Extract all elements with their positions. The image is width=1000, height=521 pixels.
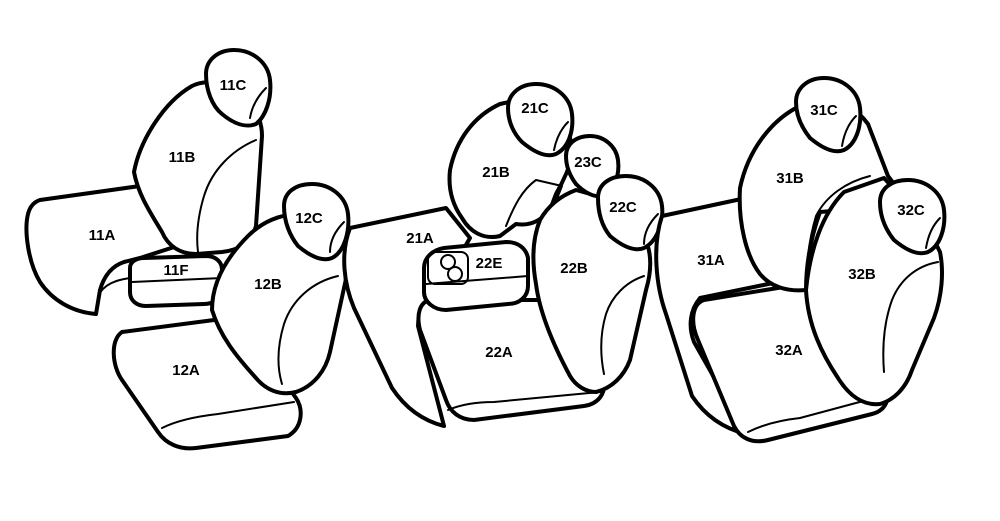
label-11b: 11B (169, 149, 196, 166)
label-22e: 22E (476, 255, 503, 272)
part-32b-side-panel (882, 261, 939, 373)
part-31b-seam (805, 175, 871, 291)
label-21a: 21A (406, 230, 434, 247)
part-21c-side (553, 121, 569, 151)
part-12a-welt (161, 401, 295, 429)
part-22b-side-panel (600, 275, 645, 375)
label-11c: 11C (220, 77, 247, 94)
part-21c-headrest (506, 82, 575, 158)
part-22c-side (643, 213, 659, 245)
label-22a: 22A (485, 344, 513, 361)
label-31b: 31B (776, 170, 804, 187)
label-11a: 11A (89, 227, 116, 244)
part-11f-top (131, 277, 223, 283)
seat-31-32 (654, 76, 947, 444)
label-12c: 12C (295, 210, 323, 227)
label-23c: 23C (574, 154, 602, 171)
part-11c-side (249, 87, 267, 119)
part-11b-backrest (132, 80, 264, 256)
part-12c-side (329, 221, 345, 253)
part-11b-side-panel (196, 139, 257, 253)
cupholder-tray (427, 251, 469, 285)
part-32c-side (925, 217, 941, 249)
label-12b: 12B (254, 276, 282, 293)
part-31c-side (841, 115, 857, 147)
label-21c: 21C (521, 100, 549, 117)
part-12b-backrest (210, 212, 350, 396)
label-31c: 31C (810, 102, 838, 119)
cupholder-icon (447, 266, 463, 282)
part-22e-armrest (422, 240, 530, 312)
label-11f: 11F (163, 262, 188, 279)
console-22e (422, 240, 530, 312)
part-32c-headrest (878, 178, 947, 256)
label-12a: 12A (172, 362, 200, 379)
label-22c: 22C (609, 199, 637, 216)
part-12b-side-panel (277, 275, 339, 385)
cupholder-icon (440, 254, 456, 270)
part-22e-top (425, 275, 529, 285)
part-22a-welt (447, 391, 601, 411)
part-32a-welt (747, 395, 883, 433)
label-32b: 32B (848, 266, 876, 283)
label-31a: 31A (697, 252, 725, 269)
label-32a: 32A (775, 342, 803, 359)
seat-11 (24, 48, 273, 316)
label-32c: 32C (897, 202, 925, 219)
seat-12 (111, 182, 351, 451)
label-21b: 21B (482, 164, 510, 181)
part-labels: 11C 11B 11A 11F 12C 12B 12A 21C 21B 23C … (89, 77, 925, 379)
part-31c-headrest (794, 76, 863, 154)
part-11a-welt (97, 277, 131, 297)
label-22b: 22B (560, 260, 588, 277)
